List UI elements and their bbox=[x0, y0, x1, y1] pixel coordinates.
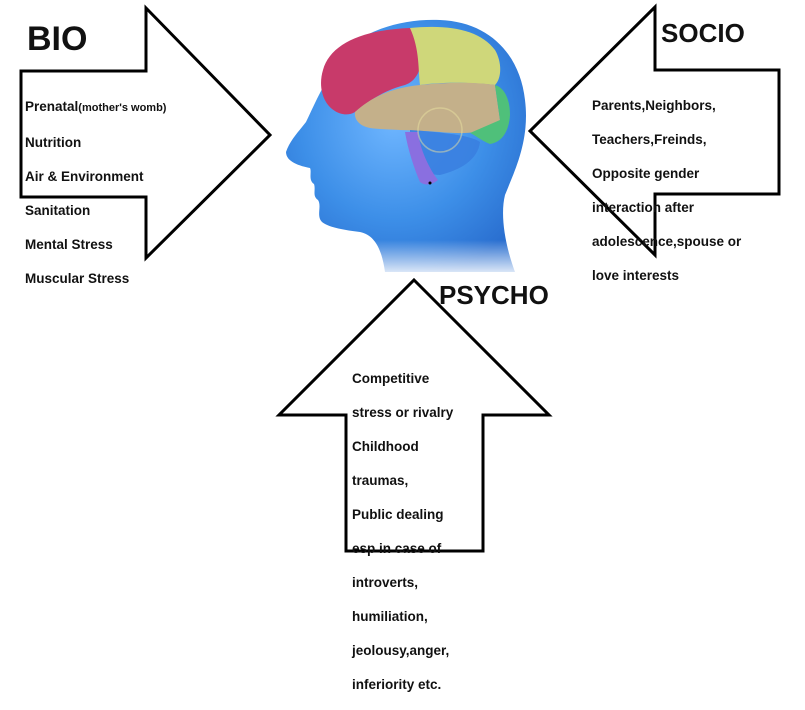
bio-factor-list: Prenatal(mother's womb) Nutrition Air & … bbox=[25, 81, 166, 304]
psycho-arrow bbox=[275, 277, 553, 553]
bio-item-prenatal-main: Prenatal bbox=[25, 99, 79, 114]
socio-line: interaction after bbox=[592, 200, 695, 215]
socio-line: Teachers,Freinds, bbox=[592, 132, 707, 147]
psycho-line: introverts, bbox=[352, 575, 419, 590]
psycho-line: inferiority etc. bbox=[352, 677, 442, 692]
psycho-line: esp in case of bbox=[352, 541, 442, 556]
bio-item: Mental Stress bbox=[25, 237, 113, 252]
bio-item: Air & Environment bbox=[25, 169, 144, 184]
bio-title: BIO bbox=[27, 20, 88, 58]
psycho-line: stress or rivalry bbox=[352, 405, 454, 420]
psycho-factor-list: Competitive stress or rivalry Childhood … bbox=[352, 353, 453, 710]
brain-occipital-lobe bbox=[470, 85, 510, 144]
psycho-line: jeolousy,anger, bbox=[352, 643, 450, 658]
ear-ring bbox=[417, 107, 463, 153]
socio-line: Opposite gender bbox=[592, 166, 700, 181]
bio-item-prenatal: Prenatal(mother's womb) bbox=[25, 98, 166, 117]
brain-stem bbox=[405, 132, 438, 185]
bio-item: Muscular Stress bbox=[25, 271, 130, 286]
socio-arrow bbox=[527, 3, 781, 259]
psycho-title: PSYCHO bbox=[439, 280, 549, 310]
head-illustration bbox=[280, 19, 530, 275]
psycho-line: humiliation, bbox=[352, 609, 428, 624]
bio-item-prenatal-note: (mother's womb) bbox=[78, 102, 167, 114]
socio-factor-list: Parents,Neighbors, Teachers,Freinds, Opp… bbox=[592, 80, 741, 301]
bio-item: Sanitation bbox=[25, 203, 91, 218]
psycho-line: Public dealing bbox=[352, 507, 444, 522]
bio-item: Nutrition bbox=[25, 135, 82, 150]
brain-frontal-lobe bbox=[321, 28, 422, 115]
ear-dot bbox=[428, 181, 432, 185]
psycho-line: traumas, bbox=[352, 473, 409, 488]
socio-line: adolescence,spouse or bbox=[592, 234, 742, 249]
psycho-line: Childhood bbox=[352, 439, 419, 454]
socio-title: SOCIO bbox=[661, 18, 745, 48]
brain-temporal-lobe bbox=[354, 82, 500, 134]
bio-arrow bbox=[19, 4, 273, 262]
socio-line: love interests bbox=[592, 268, 680, 283]
socio-line: Parents,Neighbors, bbox=[592, 98, 716, 113]
diagram-canvas bbox=[19, 3, 781, 553]
brain-parietal-lobe bbox=[410, 26, 501, 85]
psycho-line: Competitive bbox=[352, 371, 430, 386]
